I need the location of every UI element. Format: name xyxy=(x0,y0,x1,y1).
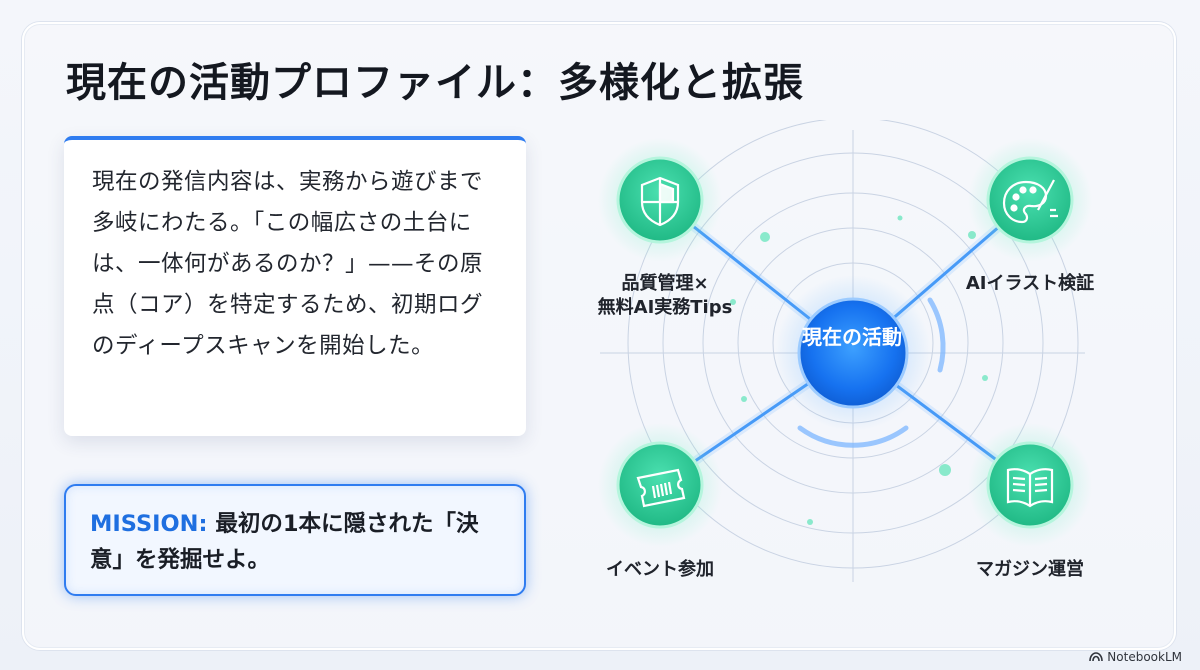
node-ai-illustration xyxy=(968,138,1092,262)
node-label-quality-tips: 品質管理× 無料AI実務Tips xyxy=(590,272,740,320)
ticket-icon xyxy=(636,468,686,508)
slide-title: 現在の活動プロファイル：多様化と拡張 xyxy=(66,60,804,106)
sparkles xyxy=(730,215,988,525)
node-label-event: イベント参加 xyxy=(585,558,735,582)
center-node xyxy=(797,297,909,409)
intro-text: 現在の発信内容は、実務から遊びまで多岐にわたる。「この幅広さの土台には、一体何が… xyxy=(92,169,484,359)
book-icon xyxy=(1006,468,1054,508)
node-label-quality-tips-text: 品質管理× 無料AI実務Tips xyxy=(597,273,733,318)
node-label-ai-illustration-text: AIイラスト検証 xyxy=(965,273,1095,294)
center-label: 現在の活動 xyxy=(797,324,907,351)
node-magazine xyxy=(968,423,1092,547)
center-label-text: 現在の活動 xyxy=(802,325,902,349)
node-label-magazine-text: マガジン運営 xyxy=(976,559,1084,580)
node-label-magazine: マガジン運営 xyxy=(955,558,1105,582)
node-event xyxy=(598,423,722,547)
brand-text: NotebookLM xyxy=(1107,650,1182,664)
mission-box: MISSION: 最初の1本に隠された「決意」を発掘せよ。 xyxy=(64,484,526,596)
node-label-event-text: イベント参加 xyxy=(606,559,714,580)
notebooklm-logo-icon xyxy=(1089,652,1104,662)
diagram-graphic xyxy=(598,117,1092,582)
node-quality-tips xyxy=(598,138,722,262)
node-label-ai-illustration: AIイラスト検証 xyxy=(955,272,1105,296)
brand-watermark: NotebookLM xyxy=(1089,650,1182,664)
arc-accents xyxy=(797,297,946,448)
mission-label: MISSION: xyxy=(90,511,208,537)
mission-text: MISSION: 最初の1本に隠された「決意」を発掘せよ。 xyxy=(90,506,500,578)
intro-card: 現在の発信内容は、実務から遊びまで多岐にわたる。「この幅広さの土台には、一体何が… xyxy=(64,136,526,436)
mission-body: 最初の1本に隠された「決意」を発掘せよ。 xyxy=(90,511,479,573)
activity-diagram: 現在の活動 品質管理× 無料AI実務Tips AIイラスト検証 イベント参加 マ… xyxy=(560,117,1180,610)
palette-brush-icon xyxy=(1002,179,1058,224)
shield-icon xyxy=(640,176,680,227)
